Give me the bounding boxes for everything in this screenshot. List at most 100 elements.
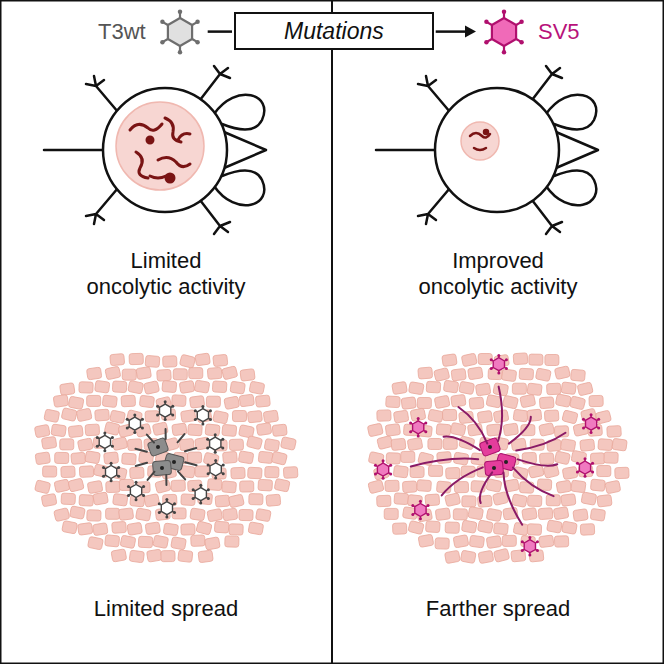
tumor-cell [437, 451, 452, 463]
tumor-cell [443, 409, 457, 420]
tumor-cell [280, 437, 296, 451]
tumor-cell [105, 535, 120, 547]
tumor-cell [486, 479, 502, 493]
tumor-cell [121, 395, 136, 407]
virus-knob [502, 50, 506, 54]
tumor-cell [77, 438, 93, 452]
tumor-cell [434, 395, 450, 409]
virus-knob [171, 413, 174, 416]
infected-cell [152, 460, 171, 476]
tumor-cell [544, 410, 559, 422]
tumor-cell [205, 424, 220, 436]
panel-divider [331, 0, 333, 664]
tumor-cell [87, 536, 103, 550]
tumor-cell [555, 394, 571, 408]
tumor-cell [229, 439, 243, 450]
tumor-cell [492, 492, 508, 506]
tumor-cell [377, 435, 393, 449]
tumor-cell [249, 494, 263, 505]
tumor-cell [247, 410, 262, 422]
virus-knob [505, 367, 508, 370]
tumor-cell [595, 410, 611, 424]
virus-knob [214, 477, 217, 480]
tumor-cell [493, 548, 509, 562]
tumor-cell [580, 524, 595, 536]
spread-trace [148, 472, 155, 480]
tumor-cell [283, 467, 298, 479]
virus-icon [156, 400, 174, 421]
tumor-cell [272, 424, 287, 436]
tumor-cell [605, 480, 621, 494]
tumor-cell [198, 550, 213, 563]
virus-knob [528, 536, 531, 539]
virus-knob [424, 430, 427, 433]
tumor-cell [445, 493, 461, 507]
virus-knob [389, 472, 392, 475]
tumor-cell [71, 452, 86, 464]
tumor-cell [232, 410, 246, 421]
tumor-cell [239, 394, 254, 407]
tumor-cell [519, 368, 534, 380]
virus-knob [209, 418, 212, 421]
virus-knob [206, 438, 209, 441]
tumor-cell [79, 494, 94, 506]
tumor-cell [171, 480, 185, 491]
tumor-cell [207, 508, 223, 522]
spread-trace [513, 468, 554, 497]
tumor-cell [435, 538, 449, 549]
virus-knob [374, 464, 377, 467]
tumor-cell [191, 535, 206, 547]
tumor-cell [188, 424, 203, 436]
tumor-cell [538, 508, 553, 520]
tumor-cell [417, 397, 431, 408]
tumor-cell [127, 522, 143, 535]
tumor-cell [238, 451, 254, 464]
virus-icon [194, 405, 212, 426]
virus-node: SV5 [478, 8, 580, 56]
virus-knob [158, 511, 161, 514]
tumor-cell [41, 436, 56, 449]
tumor-cell [113, 493, 128, 506]
cell-nucleus [504, 460, 508, 464]
tumor-cell [478, 550, 494, 563]
spread-trace [178, 434, 185, 442]
virus-knob [584, 475, 587, 478]
tumor-cell [453, 535, 469, 548]
virus-capsid [129, 417, 140, 430]
tumor-cell [429, 465, 443, 476]
virus-knob [195, 20, 199, 24]
virus-knob [111, 436, 114, 439]
virus-knob [173, 511, 176, 514]
tumor-cell [554, 536, 568, 547]
tumor-cell [502, 395, 518, 409]
virus-knob [484, 40, 488, 44]
tumor-cell [561, 494, 576, 507]
virus-capsid [130, 485, 141, 498]
virus-knob [127, 485, 130, 488]
tumor-cell [392, 381, 408, 394]
tumor-cell [129, 550, 144, 563]
virus-knob [206, 446, 209, 449]
spread-trace [518, 459, 558, 465]
virus-icon [102, 462, 120, 483]
tumor-cell [171, 537, 187, 550]
virus-knob [582, 418, 585, 421]
tumor-cell [607, 425, 622, 437]
tumor-cell [68, 396, 84, 409]
virus-knob [417, 417, 420, 420]
tumor-cell [486, 535, 502, 548]
virus-knob [374, 472, 377, 475]
virus-knob [192, 488, 195, 491]
tumor-cell [428, 438, 442, 449]
tumor-cell [562, 521, 578, 534]
virus-knob [497, 371, 500, 374]
tumor-cell [384, 508, 398, 519]
tumor-cell [139, 395, 154, 408]
virus-icon [521, 536, 539, 557]
tumor-cell [55, 452, 69, 463]
tumor-cell [181, 524, 195, 536]
spread-trace [516, 433, 565, 451]
tumor-cell [264, 438, 280, 451]
